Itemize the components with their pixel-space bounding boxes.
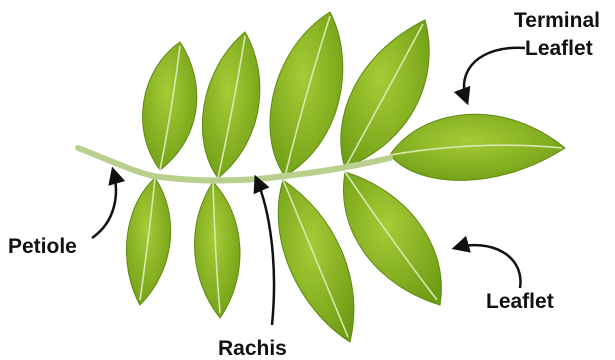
leaflet-lower-3 bbox=[278, 180, 354, 342]
leaflet-lower-4 bbox=[343, 172, 441, 305]
leaflet-lower-1 bbox=[126, 178, 170, 305]
leaflet-upper-2 bbox=[202, 32, 259, 178]
label-leaflet: Leaflet bbox=[486, 290, 554, 313]
rachis-arrow bbox=[256, 178, 274, 325]
leaflet-upper-1 bbox=[143, 42, 197, 170]
label-terminal-line2: Leaflet bbox=[525, 37, 593, 60]
label-terminal-line1: Terminal bbox=[514, 9, 600, 32]
terminal-leaflet-arrow bbox=[464, 48, 525, 102]
petiole-arrow bbox=[92, 170, 116, 238]
leaflet-upper-3 bbox=[270, 12, 343, 176]
label-petiole: Petiole bbox=[8, 235, 77, 258]
leaflet-lower-2 bbox=[195, 182, 240, 318]
label-rachis: Rachis bbox=[218, 337, 287, 360]
leaflet-arrow bbox=[455, 245, 520, 288]
terminal-leaflet bbox=[390, 114, 565, 180]
